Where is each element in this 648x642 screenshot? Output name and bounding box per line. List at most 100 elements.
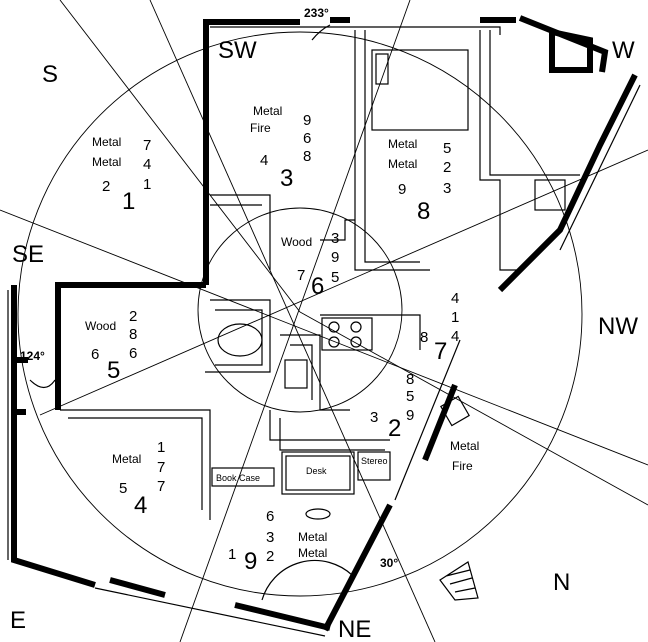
palace-e-star-3: 7 (157, 478, 165, 495)
palace-center-left: 7 (297, 267, 305, 284)
palace-s: Metal Metal 7 4 1 2 1 (92, 135, 151, 215)
palace-se-left: 6 (91, 346, 99, 363)
palace-se-star-2: 8 (129, 326, 137, 343)
closet-box (534, 179, 566, 211)
burner (350, 336, 362, 348)
bed-outline (371, 49, 469, 131)
bed-pillow (375, 53, 389, 85)
direction-ne: NE (338, 616, 371, 642)
palace-center-star-2: 9 (331, 249, 339, 266)
palace-nw-star-1: 4 (451, 290, 459, 307)
palace-s-star-1: 7 (143, 137, 151, 154)
palace-sw-star-3: 8 (303, 148, 311, 165)
palace-center-element-1: Wood (281, 235, 312, 249)
sector-line (299, 311, 648, 506)
wall-ne-diagonal (322, 503, 393, 632)
wall-e-room (60, 409, 211, 520)
door-swing-left (29, 379, 56, 389)
window-nw (559, 84, 641, 251)
angle-bottom: 30° (380, 556, 398, 570)
sector-line (179, 0, 411, 642)
exterior-walls (11, 15, 638, 632)
direction-n: N (553, 569, 570, 596)
tub-outline (217, 323, 263, 357)
wall-kitchen-counter (320, 314, 421, 350)
window-ne (394, 339, 461, 501)
wall-sw-wing (203, 19, 300, 285)
palace-nw-star-3: 4 (451, 328, 459, 345)
window-bottom (94, 587, 326, 637)
direction-nw: NW (598, 313, 638, 340)
angle-labels: 233° 124° 30° (20, 6, 398, 570)
wall-center-3 (320, 219, 355, 241)
burner (350, 321, 362, 333)
wall-closet-inner (489, 30, 580, 176)
wall-se-corner (55, 282, 206, 410)
door-swing-top (311, 24, 331, 41)
palace-center-center: 6 (311, 273, 324, 300)
palace-sw-left: 4 (260, 152, 268, 169)
wall-bath-inner (215, 309, 263, 366)
stairs (439, 561, 479, 601)
wall-closet (479, 30, 520, 271)
palace-w-element-1: Metal (388, 137, 417, 151)
bookcase-label: Book Case (216, 473, 260, 483)
palace-s-element-1: Metal (92, 135, 121, 149)
palace-nw-element-2: Fire (452, 459, 473, 473)
burner (328, 336, 340, 348)
palace-e-element-1: Metal (112, 452, 141, 466)
palace-ne-element-2: Metal (298, 546, 327, 560)
palace-ne-element-1: Metal (298, 530, 327, 544)
desk-inner (285, 455, 351, 491)
bookcase-box (211, 467, 275, 487)
wall-bath (205, 299, 271, 373)
palace-nw: 4 1 4 8 7 Metal Fire (420, 290, 479, 473)
stereo-label: Stereo (361, 456, 388, 466)
palace-se-star-3: 6 (129, 345, 137, 362)
wall-e-bottom (109, 577, 166, 598)
palace-n-left: 3 (370, 409, 378, 426)
palace-w-center: 8 (417, 198, 430, 225)
stereo-box (357, 451, 391, 481)
outer-compass-circle (17, 31, 583, 597)
angle-left: 124° (20, 349, 45, 363)
palace-n-star-1: 8 (406, 371, 414, 388)
palace-w: Metal Metal 5 2 3 9 8 (388, 137, 451, 225)
palace-s-star-3: 1 (143, 176, 151, 193)
palace-ne-star-3: 2 (266, 548, 274, 565)
palace-n: 8 5 9 3 2 (370, 371, 414, 442)
palace-center-star-1: 3 (331, 230, 339, 247)
palace-ne-center: 9 (244, 548, 257, 575)
palace-w-left: 9 (398, 181, 406, 198)
wall-hall-2 (290, 344, 313, 400)
palace-n-center: 2 (388, 415, 401, 442)
wall-lower-hall-2 (279, 418, 385, 451)
palace-e-star-2: 7 (157, 459, 165, 476)
palace-w-star-2: 2 (443, 159, 451, 176)
palace-e-center: 4 (134, 492, 147, 519)
compass-directions: S SW W NW N NE E SE (10, 37, 638, 642)
wall-north-segment (422, 383, 458, 462)
direction-e: E (10, 607, 26, 634)
stove-outline (321, 317, 373, 351)
palace-n-star-2: 5 (406, 388, 414, 405)
palace-ne-star-1: 6 (266, 508, 274, 525)
direction-sw: SW (218, 37, 257, 64)
palace-ne-star-2: 3 (266, 529, 274, 546)
sector-line (59, 0, 301, 313)
palace-s-left: 2 (102, 178, 110, 195)
sink-outline (284, 359, 308, 389)
entry-arc (261, 559, 353, 601)
palace-s-star-2: 4 (143, 156, 151, 173)
palace-w-element-2: Metal (388, 157, 417, 171)
palace-w-star-3: 3 (443, 180, 451, 197)
direction-se: SE (12, 241, 44, 268)
wall-top-thin (210, 26, 501, 35)
palace-nw-left: 8 (420, 329, 428, 346)
direction-w: W (612, 37, 635, 64)
furniture: Book Case Desk Stereo (211, 451, 391, 495)
palace-center-star-3: 5 (331, 269, 339, 286)
palace-nw-center: 7 (434, 338, 447, 365)
palace-se: Wood 2 8 6 6 5 (85, 308, 137, 384)
